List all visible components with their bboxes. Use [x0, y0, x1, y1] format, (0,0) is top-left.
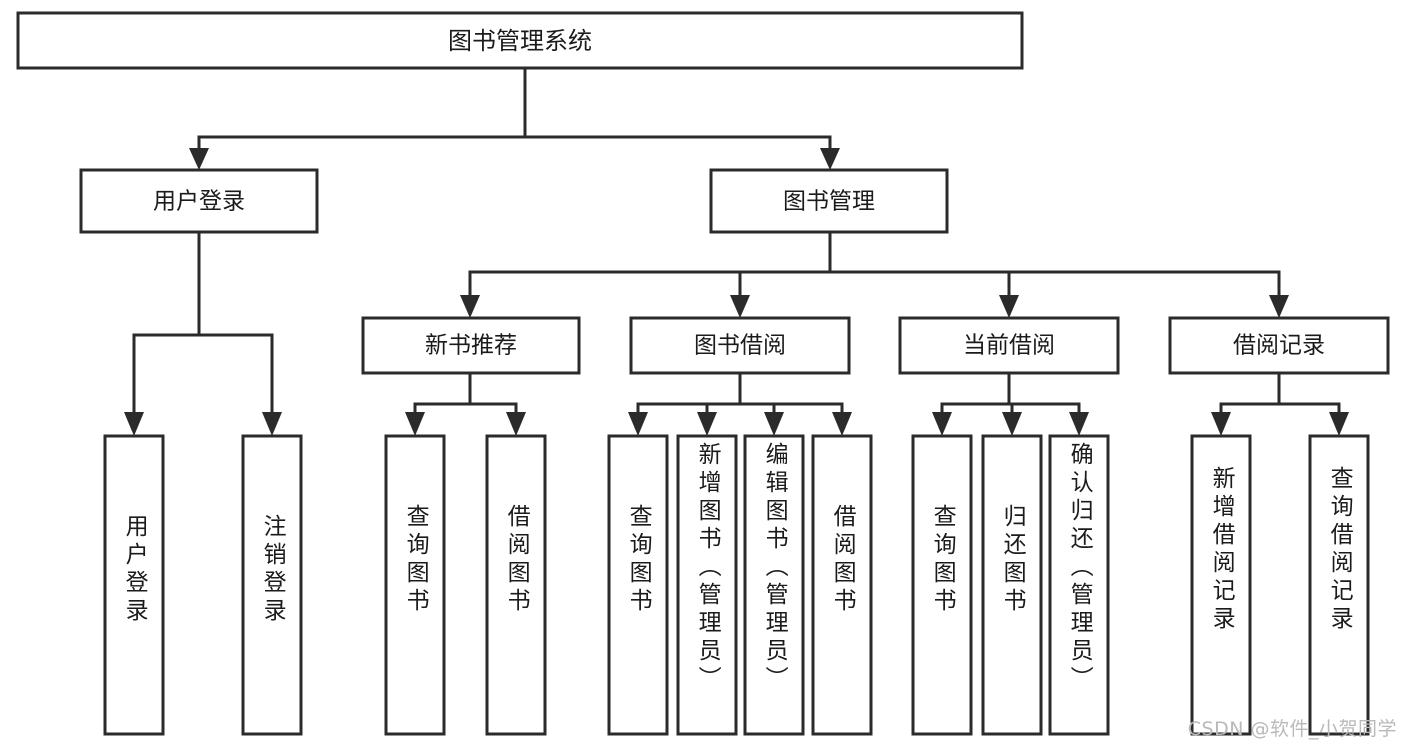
node-current-borrow-box	[898, 316, 1120, 375]
leaf-box-borrow-book[interactable]	[811, 434, 873, 736]
node-book-borrow-label: 图书借阅	[694, 333, 786, 359]
arrowhead-leaf-user-login	[124, 412, 144, 436]
leaf-box-user-login[interactable]	[103, 434, 165, 736]
arrowhead-borrow-leaf-2	[697, 412, 717, 436]
leaf-box-query-book-borrow[interactable]	[607, 434, 669, 736]
node-book-management[interactable]: 图书管理	[709, 168, 949, 234]
node-borrow-record-label: 借阅记录	[1233, 333, 1325, 359]
node-new-book-recommend-label: 新书推荐	[425, 333, 517, 359]
leaf-box-layer	[103, 434, 1370, 736]
leaf-box-query-book-current[interactable]	[911, 434, 973, 736]
arrowhead-borrow-leaf-4	[832, 412, 852, 436]
leaf-box-confirm-return-admin[interactable]	[1048, 434, 1110, 736]
arrowhead-book-borrow	[730, 295, 750, 318]
arrowhead-borrow-leaf-1	[628, 412, 648, 436]
connector-layer	[124, 66, 1349, 436]
arrowhead-leaf-logout	[262, 412, 282, 436]
node-borrow-record-box	[1168, 316, 1390, 375]
node-user-login-label: 用户登录	[153, 189, 245, 215]
csdn-watermark: CSDN @软件_小贺同学	[1187, 718, 1397, 740]
node-borrow-record[interactable]: 借阅记录	[1168, 316, 1390, 375]
arrowhead-user-login	[189, 148, 209, 170]
node-book-management-box	[709, 168, 949, 234]
node-current-borrow[interactable]: 当前借阅	[898, 316, 1120, 375]
arrowhead-current-leaf-1	[932, 412, 952, 436]
node-new-book-recommend-box	[361, 316, 581, 375]
arrowhead-current-leaf-2	[1002, 412, 1022, 436]
node-book-borrow-box	[629, 316, 851, 375]
node-user-login-box	[79, 168, 319, 234]
node-book-borrow[interactable]: 图书借阅	[629, 316, 851, 375]
arrowhead-newbook-leaf-2	[506, 412, 526, 436]
node-current-borrow-label: 当前借阅	[963, 333, 1055, 359]
arrowhead-new-book-rec	[460, 295, 480, 318]
node-root[interactable]: 图书管理系统	[16, 11, 1024, 70]
leaf-box-add-borrow-record[interactable]	[1190, 434, 1252, 736]
node-root-box	[16, 11, 1024, 70]
leaf-box-query-borrow-record[interactable]	[1308, 434, 1370, 736]
arrowhead-book-mgmt	[820, 148, 840, 170]
leaf-box-logout[interactable]	[241, 434, 303, 736]
arrowhead-current-leaf-3	[1069, 412, 1089, 436]
arrowhead-borrow-leaf-3	[764, 412, 784, 436]
leaf-box-edit-book-admin[interactable]	[743, 434, 805, 736]
node-book-management-label: 图书管理	[783, 189, 875, 215]
leaf-box-query-book-newbook[interactable]	[384, 434, 446, 736]
arrowhead-record-leaf-2	[1329, 412, 1349, 436]
leaf-box-return-book[interactable]	[981, 434, 1043, 736]
node-user-login[interactable]: 用户登录	[79, 168, 319, 234]
node-new-book-recommend[interactable]: 新书推荐	[361, 316, 581, 375]
arrowhead-record-leaf-1	[1211, 412, 1231, 436]
arrowhead-borrow-record	[1269, 295, 1289, 318]
leaf-box-borrow-book-newbook[interactable]	[485, 434, 547, 736]
arrowhead-current-borrow	[999, 295, 1019, 318]
node-root-label: 图书管理系统	[448, 27, 592, 55]
leaf-box-add-book-admin[interactable]	[676, 434, 738, 736]
arrowhead-newbook-leaf-1	[405, 412, 425, 436]
